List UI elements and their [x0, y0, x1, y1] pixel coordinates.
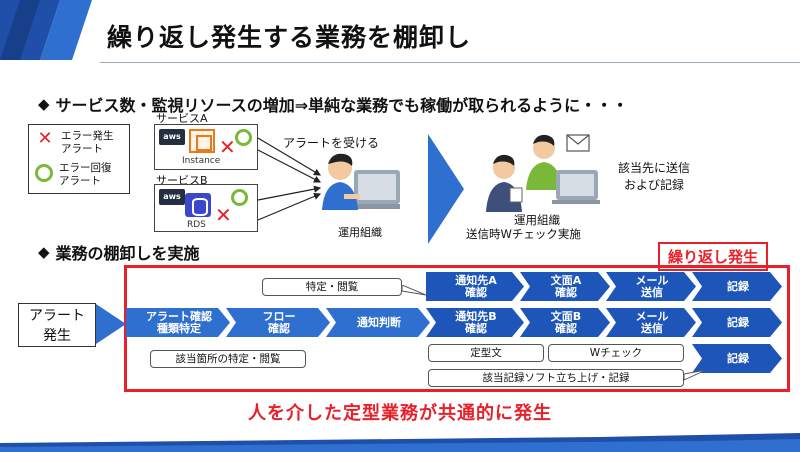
service-a-label: サービスA [156, 112, 208, 125]
send-and-record-text: 該当先に送信 および記録 [618, 161, 691, 192]
green-circle-icon [35, 164, 53, 182]
flow-main-step-4: 通知先B 確認 [426, 308, 524, 337]
page-title: 繰り返し発生する業務を棚卸し [107, 23, 472, 52]
callout-record-software: 該当記録ソフト立ち上げ・記録 [428, 369, 684, 387]
service-a-caption: Instance [182, 156, 221, 166]
alert-start-box: アラート 発生 [18, 303, 96, 347]
rds-database-icon [185, 193, 211, 217]
legend-alert-recover-label: エラー回復 アラート [59, 162, 112, 187]
aws-logo-icon: aws [159, 129, 185, 145]
flow-main-step-7: 記録 [692, 308, 782, 337]
ec2-instance-icon [189, 129, 215, 153]
double-check-text: 送信時Wチェック実施 [466, 227, 581, 241]
bullet-text: 業務の棚卸しを実施 [55, 244, 200, 263]
double-check-people-icon [486, 134, 600, 212]
repeat-frame [124, 265, 790, 392]
callout-target-identify: 該当箇所の特定・閲覧 [150, 350, 306, 368]
red-x-icon: ✕ [37, 128, 53, 149]
flow-main-step-6: メール 送信 [606, 308, 696, 337]
flow-main-step-2: フロー 確認 [226, 308, 330, 337]
red-x-icon: ✕ [219, 135, 236, 159]
service-b-box: aws RDS ✕ [154, 184, 258, 232]
flow-top-step-1: 通知先A 確認 [426, 272, 524, 301]
ops-team-left-label: 運用組織 [338, 226, 382, 239]
legend-alert-occur: ✕ エラー発生 アラート [35, 128, 114, 156]
callout-template: 定型文 [428, 344, 544, 362]
operator-person-icon [322, 153, 400, 210]
mail-envelope-icon [566, 134, 590, 152]
green-circle-icon [231, 189, 248, 206]
flow-top-step-4: 記録 [692, 272, 782, 301]
footer-decoration [0, 433, 800, 452]
bullet-inventory: ◆ 業務の棚卸しを実施 [38, 240, 200, 264]
ops-team-right-label: 運用組織 [514, 213, 560, 227]
diamond-bullet-icon: ◆ [38, 243, 50, 261]
service-b-label: サービスB [156, 174, 208, 187]
flow-main-step-5: 文面B 確認 [520, 308, 610, 337]
callout-pointer [402, 285, 426, 296]
flow-main-step-3: 通知判断 [326, 308, 430, 337]
callout-identify-view: 特定・閲覧 [262, 278, 402, 296]
bullet-text: サービス数・監視リソースの増加⇒単純な業務でも稼働が取られるように・・・ [55, 96, 629, 115]
red-x-icon: ✕ [215, 203, 232, 227]
conclusion-text: 人を介した定型業務が共通的に発生 [248, 403, 552, 424]
flow-top-step-2: 文面A 確認 [520, 272, 610, 301]
legend-box: ✕ エラー発生 アラート エラー回復 アラート [28, 124, 130, 194]
diamond-bullet-icon: ◆ [38, 95, 50, 113]
receive-alert-text: アラートを受ける [283, 136, 380, 150]
title-band: 繰り返し発生する業務を棚卸し [0, 0, 800, 60]
flow-main-step-1: アラート確認 種類特定 [126, 308, 230, 337]
legend-alert-recover: エラー回復 アラート [35, 162, 112, 188]
title-decoration [0, 0, 92, 60]
title-divider [100, 62, 800, 63]
legend-alert-occur-label: エラー発生 アラート [61, 130, 114, 155]
service-b-caption: RDS [187, 220, 206, 230]
callout-pointer [684, 370, 706, 381]
green-circle-icon [235, 129, 252, 146]
service-a-box: aws Instance ✕ [154, 124, 258, 170]
flow-top-step-3: メール 送信 [606, 272, 696, 301]
start-arrow-icon [96, 304, 126, 344]
callout-w-check: Wチェック [548, 344, 684, 362]
bullet-service-growth: ◆ サービス数・監視リソースの増加⇒単純な業務でも稼働が取られるように・・・ [38, 92, 628, 116]
process-chevron-icon [428, 134, 464, 244]
aws-logo-icon: aws [159, 189, 185, 205]
flow-bottom-record: 記録 [692, 344, 782, 373]
alert-connector-lines [257, 137, 322, 221]
